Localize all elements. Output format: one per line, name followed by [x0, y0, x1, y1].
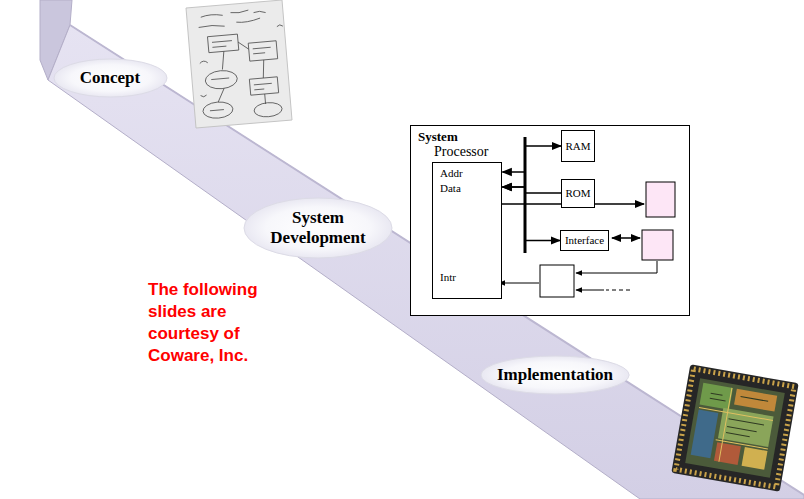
concept-sketch-part-part — [205, 69, 238, 90]
concept-sketch-part-part — [210, 110, 224, 111]
ellipse-outline — [54, 59, 167, 97]
chip-photo-part — [690, 383, 777, 470]
pin-name: Data — [440, 181, 461, 195]
stage-ellipse: System Development — [243, 197, 393, 259]
concept-sketch-part-part — [238, 41, 249, 50]
system-panel — [410, 125, 690, 316]
concept-sketch-part-part — [212, 41, 232, 48]
frame-heading: System — [418, 129, 458, 144]
concept-sketch-part-part — [217, 88, 225, 102]
chip-photo — [671, 364, 798, 491]
concept-sketch-part — [186, 0, 292, 128]
concept-sketch-part-part — [248, 41, 277, 61]
bus-connector — [502, 187, 561, 193]
chip-photo-part — [671, 364, 798, 491]
chip-photo-part — [691, 409, 719, 458]
system-panel-part — [410, 125, 690, 316]
chip-photo-part — [685, 378, 785, 478]
pin-name: Intr — [440, 270, 456, 284]
concept-sketch-part-part — [249, 77, 278, 95]
system-panel-part — [646, 182, 675, 217]
concept-sketch-part — [194, 7, 291, 122]
concept-sketch-part-part — [195, 25, 288, 97]
concept-sketch-part-part — [207, 34, 238, 53]
stage-label: System Development — [264, 208, 372, 248]
chip-photo-part — [676, 369, 794, 487]
concept-sketch-part-part — [202, 101, 233, 120]
concept-sketch-part-part — [221, 51, 226, 69]
concept-sketch-part-part — [262, 60, 266, 78]
ellipse-outline — [481, 356, 629, 394]
memory-box: RAM — [561, 130, 595, 162]
system-panel-part — [642, 230, 673, 260]
concept-sketch-part-part — [211, 78, 229, 80]
system-panel-part — [576, 261, 657, 273]
concept-sketch-part-part — [253, 47, 271, 54]
concept-sketch — [186, 0, 292, 128]
processor-box: ProcessorAddrDataIntr — [432, 162, 502, 299]
credit-note: The following slides are courtesy of Cow… — [148, 279, 276, 367]
system-panel-part — [499, 283, 539, 284]
system-frame: SystemProcessorAddrDataIntr RAM ROM Interfa… — [410, 125, 690, 316]
stage-label: Concept — [80, 68, 140, 88]
bus-connector — [502, 146, 561, 172]
box-label: RAM — [565, 140, 590, 153]
box-label: Interface — [565, 234, 604, 247]
chip-photo-part — [734, 389, 777, 412]
chip-photo-part — [742, 447, 768, 470]
interface-box: Interface — [560, 230, 609, 251]
system-panel-part — [606, 290, 630, 291]
system-panel-part — [576, 290, 604, 291]
stage-ribbon-part — [48, 25, 804, 499]
bus-connector — [502, 187, 560, 241]
stage-ellipse: Implementation — [480, 355, 630, 395]
concept-sketch-part-part — [201, 9, 266, 19]
stage-ellipse: Concept — [53, 58, 168, 98]
concept-sketch-part-part — [198, 18, 260, 28]
box-label: ROM — [565, 187, 590, 200]
concept-sketch-part-part — [254, 83, 272, 90]
stage-ribbon — [40, 0, 804, 499]
memory-box: ROM — [561, 179, 595, 208]
processor-heading: Processor — [434, 144, 488, 160]
system-panel-part — [612, 237, 640, 239]
ellipse-outline — [244, 198, 392, 258]
chip-photo-part — [700, 383, 733, 410]
system-panel-part — [540, 265, 574, 297]
concept-sketch-part-part — [264, 94, 266, 104]
pin-name: Addr — [440, 166, 463, 180]
chip-photo-part — [718, 408, 774, 447]
concept-sketch-part-part — [254, 102, 283, 118]
stage-ribbon-part — [70, 25, 804, 495]
chip-photo-part — [704, 391, 768, 438]
stage-label: Implementation — [497, 365, 613, 385]
chip-photo-part — [714, 442, 741, 465]
